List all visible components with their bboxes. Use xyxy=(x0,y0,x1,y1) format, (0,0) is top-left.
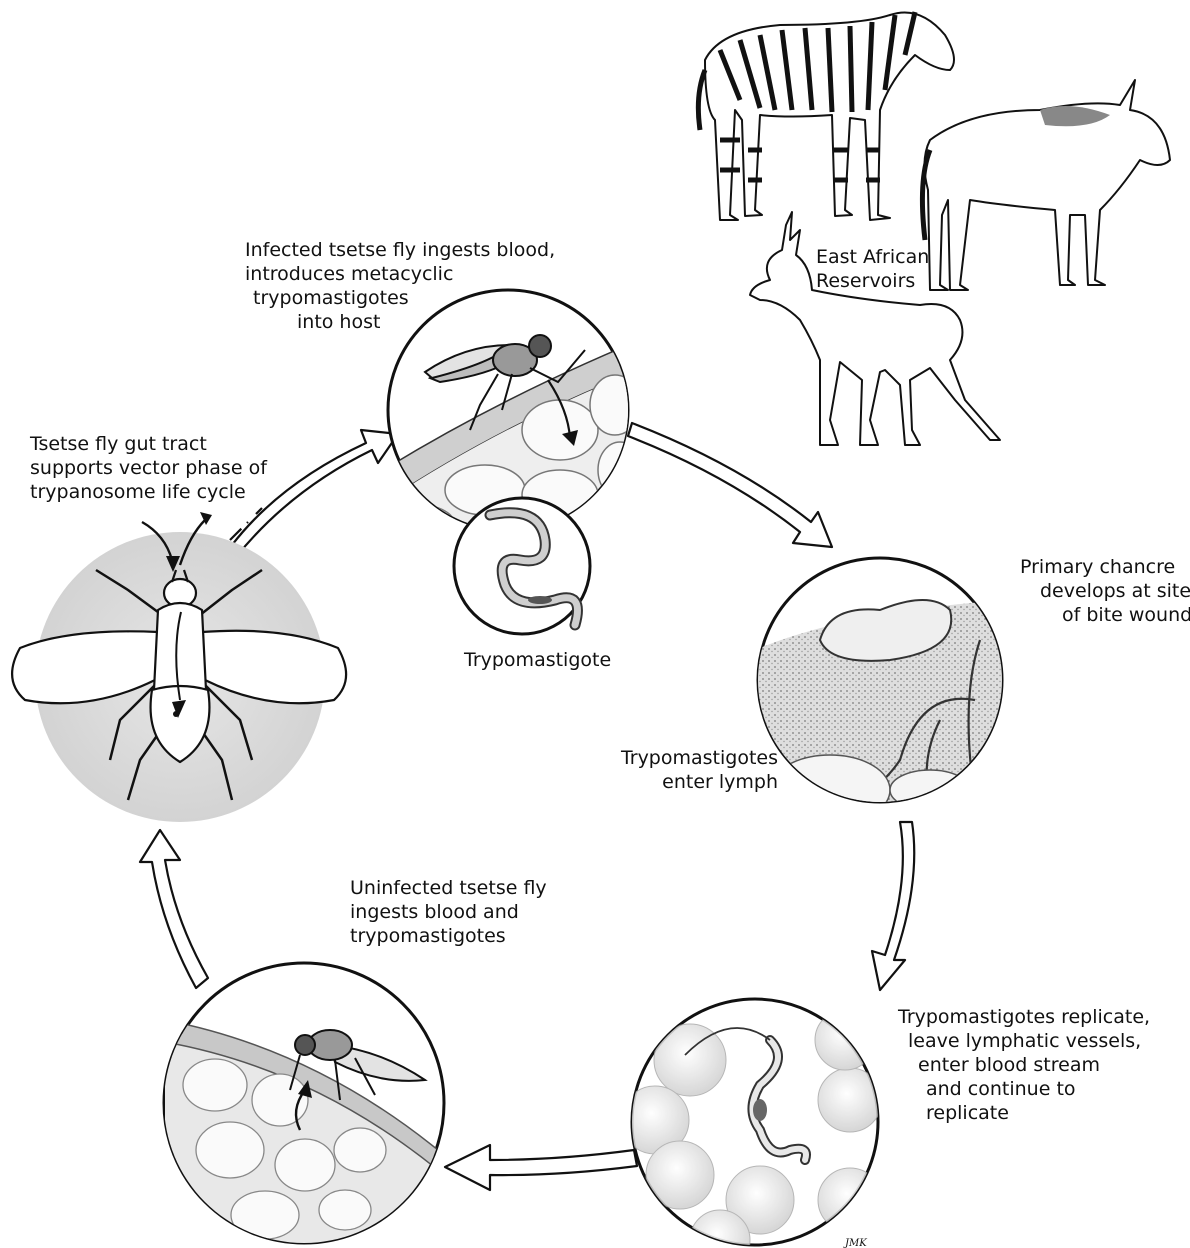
uninfected-fly-circle xyxy=(164,963,450,1248)
label-chancre: Primary chancre develops at site of bite… xyxy=(1020,555,1190,627)
blood-stream-circle xyxy=(621,999,882,1248)
label-uninfected-fly: Uninfected tsetse fly ingests blood and … xyxy=(350,876,547,948)
label-reservoirs: East African Reservoirs xyxy=(816,245,929,293)
artist-signature: JMK xyxy=(843,1238,867,1248)
label-lymph: Trypomastigotes enter lymph xyxy=(580,746,778,794)
chancre-circle xyxy=(755,558,1010,825)
arrow-blood-to-fly xyxy=(445,1145,637,1190)
arrow-fly-to-vector xyxy=(140,830,208,988)
wildebeest xyxy=(922,80,1170,290)
label-infected-fly: Infected tsetse fly ingests blood, intro… xyxy=(245,238,585,334)
arrow-host-to-chancre xyxy=(628,423,832,547)
zebra xyxy=(698,12,954,220)
trypomastigote-inset xyxy=(454,498,590,634)
vector-stage-disc xyxy=(12,512,346,822)
label-tsetse-gut: Tsetse fly gut tract supports vector pha… xyxy=(30,432,267,504)
label-trypomastigote: Trypomastigote xyxy=(464,648,611,672)
arrow-chancre-to-blood xyxy=(872,822,914,990)
label-replicate: Trypomastigotes replicate, leave lymphat… xyxy=(898,1005,1150,1125)
